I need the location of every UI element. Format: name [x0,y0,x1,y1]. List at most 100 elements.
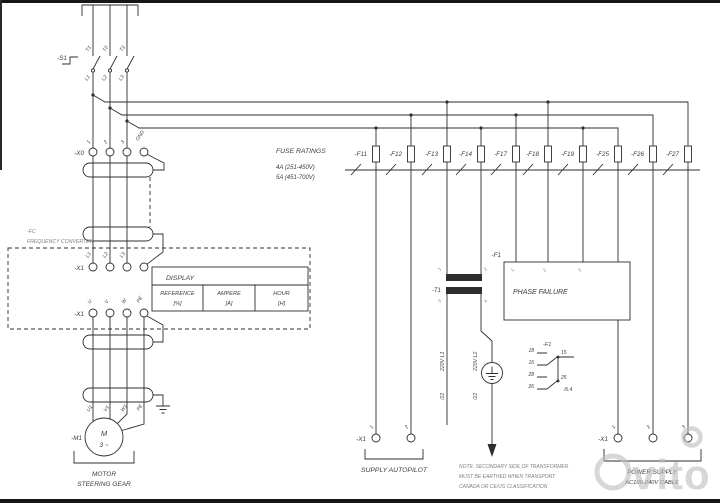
terminal [139,308,149,318]
relay-pin: 1 [510,267,516,272]
junction [108,106,112,110]
contact-pin: 15 [561,350,567,356]
terminal-pin: V [104,298,111,305]
terminal [139,262,149,272]
switch-ref: -S1 [57,55,68,62]
display-col-name: REFERENCE [160,291,195,297]
primary-winding [446,274,482,281]
fuse-ratings-note: FUSE RATINGS 4A (251-450V) 5A (451-700V) [276,148,326,181]
frequency-converter: -FC FREQUENCY CONVERTER -X1 L1 L2 L3 DIS… [7,229,311,330]
relay-ref: -F1 [492,252,501,259]
terminal [88,308,98,318]
terminal-pin: 2 [102,139,109,146]
fuse-symbol [684,145,692,163]
left-border [0,0,2,170]
fuse-label: -F26 [631,151,644,158]
fuse-label: -F14 [459,151,472,158]
fuse-symbol [649,145,657,163]
earthing-note: NOTE: SECONDARY SIDE OF TRANSFORMER MUST… [459,464,569,490]
terminal-pin: L1 [85,251,93,259]
display-col-unit: [H] [277,301,286,307]
terminal-pin: 3 [681,424,688,430]
power-supply-caption-2: AC100-240V CABLE [624,480,679,486]
converter-output-terminals: -X1 U V W PE [74,295,149,318]
terminal [648,433,658,443]
relay-pin: 2 [541,267,547,273]
display-title: DISPLAY [166,275,195,282]
terminal-pin: L2 [102,251,110,259]
secondary-winding [446,287,482,294]
contacts-ref: -F1 [543,342,551,348]
terminal [122,308,132,318]
contact-node [556,379,560,383]
contact-pin: 26 [527,384,534,390]
junction [374,126,378,130]
terminal [139,147,149,157]
wire-tag: 220V L1 [440,352,446,372]
screened-cable-upper [82,154,165,265]
converter-ref: -FC [27,229,36,235]
motor-cable: U1 V1 W1 PE [82,315,170,431]
fuse-label: -F25 [596,151,609,158]
terminal-pin: 1 [611,424,618,430]
power-supply-terminals: -X1 1 2 3 POWER SUPPLY AC100-240V CABLE [598,424,702,486]
phase-failure-relay: -F1 PHASE FAILURE 1 2 3 [492,252,631,321]
wire-sheet-ref: /22 [440,393,446,401]
wire-sheet-ref: /22 [473,393,479,401]
wire-pin: L3 [118,74,126,82]
junction [479,126,483,130]
fuse-symbol [544,145,552,163]
motor-ref: -M1 [71,435,82,442]
junction [581,126,585,130]
fuse-ratings-title: FUSE RATINGS [276,148,326,155]
terminal [88,262,98,272]
junction [409,113,413,117]
terminal-label: -X1 [74,311,84,318]
contact-pin: 28 [527,372,534,378]
display-col-name: AMPERE [216,291,241,297]
note-line-1: NOTE: SECONDARY SIDE OF TRANSFORMER [459,464,569,470]
junction [125,119,129,123]
note-line-3: CANADA OR CE/US CLASSIFICATION [459,484,548,490]
contact-pin: 18 [528,348,534,354]
fuse-symbol [372,145,380,163]
relay-outline [503,261,631,321]
watermark-circle-large [594,453,632,491]
terminal [613,433,623,443]
fuse-label: -F12 [389,151,402,158]
fuse-symbol [512,145,520,163]
fuse-symbol [443,145,451,163]
terminal [105,147,115,157]
converter-outline [7,247,311,330]
junction [546,100,550,104]
sheet-ref: /6.4 [563,387,573,393]
wire-pin: T2 [102,45,110,53]
phase-buses [91,93,689,146]
terminal [105,262,115,272]
junction [514,113,518,117]
terminal-pin: 2 [403,424,410,431]
wire-pin: W1 [120,403,129,413]
contact-pin: 25 [560,375,567,381]
terminal [88,147,98,157]
earth-symbol [156,405,170,414]
aux-contacts: -F1 18 16 28 26 15 25 /6.4 [527,342,574,393]
terminal-label: -X1 [598,436,608,443]
terminal-pin: U [87,298,94,305]
converter-input-terminals: -X1 L1 L2 L3 [74,251,149,272]
fuse-label: -F13 [425,151,438,158]
relay-name: PHASE FAILURE [513,289,568,296]
avito-watermark: vito [594,426,710,498]
cable-screen [82,162,154,178]
switch-contact [90,68,96,73]
switch-contact [124,68,130,73]
wire-pin: L1 [84,74,92,82]
motor-caption-1: MOTOR [92,471,116,478]
display-col-unit: [A] [225,301,233,307]
terminal [122,262,132,272]
terminal-label: -X0 [74,150,84,157]
display-col-unit: [%] [172,301,182,307]
fuse-label: -F18 [526,151,539,158]
